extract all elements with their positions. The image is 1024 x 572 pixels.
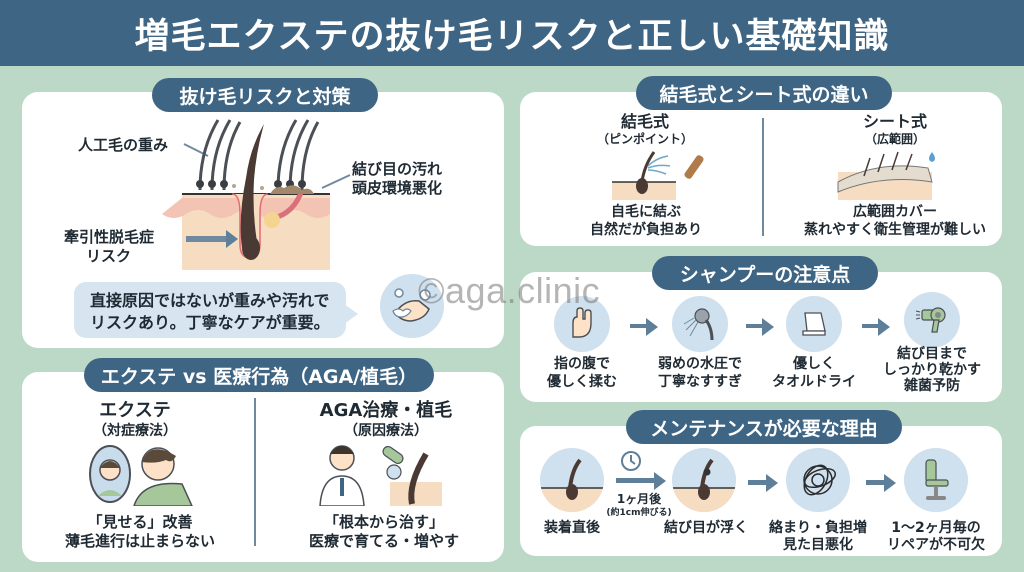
- shampoo-arrow-1: [630, 318, 658, 336]
- page-title: 増毛エクステの抜け毛リスクと正しい基礎知識: [134, 16, 890, 57]
- shampoo-step-4-text: 結び目まで しっかり乾かす 雑菌予防: [883, 346, 981, 395]
- compare-section-title: エクステ vs 医療行為（AGA/植毛）: [84, 358, 434, 392]
- knot-method-illustration: [612, 151, 704, 200]
- washing-hands-icon: [380, 274, 444, 338]
- watermark: ©aga.clinic: [418, 270, 601, 311]
- risk-note-bubble: 直接原因ではないが重みや汚れで リスクあり。丁寧なケアが重要。: [74, 282, 358, 338]
- leader-line-dirt: [321, 174, 351, 189]
- shampoo-arrow-3: [862, 318, 890, 336]
- hair-knot-lifted-icon: [672, 448, 736, 512]
- methods-right-desc: 広範囲カバー 蒸れやすく衛生管理が難しい: [804, 204, 986, 238]
- methods-left-heading: 結毛式 （ピンポイント）: [596, 112, 693, 146]
- compare-divider: [254, 398, 256, 546]
- salon-chair-icon: [904, 448, 968, 512]
- maintenance-step-1-text: 装着直後: [544, 520, 600, 536]
- shower-head-icon: [672, 296, 728, 352]
- label-knot-dirt: 結び目の汚れ 頭皮環境悪化: [352, 160, 443, 197]
- shampoo-step-1-text: 指の腹で 優しく揉む: [547, 356, 617, 390]
- label-artificial-hair-weight: 人工毛の重み: [78, 136, 169, 154]
- time-label: 1ヶ月後: [616, 492, 662, 506]
- doctor-treatment-illustration: [319, 445, 442, 506]
- compare-left-heading: エクステ （対症療法）: [93, 400, 177, 439]
- compare-right-desc: 「根本から治す」 医療で育てる・増やす: [308, 513, 459, 550]
- sheet-method-illustration: [837, 151, 935, 200]
- shampoo-arrow-2: [746, 318, 774, 336]
- shampoo-section-title: シャンプーの注意点: [652, 256, 878, 290]
- maintenance-arrow-3: [866, 474, 896, 492]
- traction-arrow: [186, 230, 238, 248]
- maintenance-section-title: メンテナンスが必要な理由: [626, 410, 902, 444]
- maintenance-arrow-1: [616, 472, 666, 490]
- methods-right-heading: シート式 （広範囲）: [862, 112, 927, 146]
- methods-left-desc: 自毛に結ぶ 自然だが負担あり: [590, 204, 702, 238]
- mirror-person-illustration: [89, 445, 193, 506]
- compare-left-desc: 「見せる」改善 薄毛進行は止まらない: [64, 513, 215, 550]
- methods-divider: [762, 118, 764, 236]
- methods-section-title: 結毛式とシート式の違い: [636, 76, 892, 110]
- tangled-hair-icon: [786, 448, 850, 512]
- maintenance-step-4-text: 1〜2ヶ月毎の リペアが不可欠: [887, 520, 985, 553]
- scalp-cross-section-illustration: [162, 119, 330, 270]
- towel-icon: [786, 296, 842, 352]
- shampoo-step-2-text: 弱めの水圧で 丁寧なすすぎ: [658, 356, 742, 390]
- maintenance-step-3-text: 絡まり・負担増 見た目悪化: [769, 520, 867, 553]
- label-traction-alopecia: 牽引性脱毛症 リスク: [64, 228, 155, 265]
- hair-dryer-icon: [904, 292, 960, 348]
- page-header: 増毛エクステの抜け毛リスクと正しい基礎知識: [0, 0, 1024, 66]
- fingertip-hand-icon: [554, 296, 610, 352]
- shampoo-step-3-text: 優しく タオルドライ: [772, 356, 856, 390]
- risk-section-title: 抜け毛リスクと対策: [152, 78, 378, 112]
- time-sub-label: (約1cm伸びる): [606, 508, 672, 518]
- clock-icon: [621, 451, 641, 471]
- maintenance-step-2-text: 結び目が浮く: [664, 520, 748, 536]
- compare-right-heading: AGA治療・植毛 （原因療法）: [319, 400, 453, 439]
- hair-root-icon: [540, 448, 604, 512]
- maintenance-arrow-2: [748, 474, 778, 492]
